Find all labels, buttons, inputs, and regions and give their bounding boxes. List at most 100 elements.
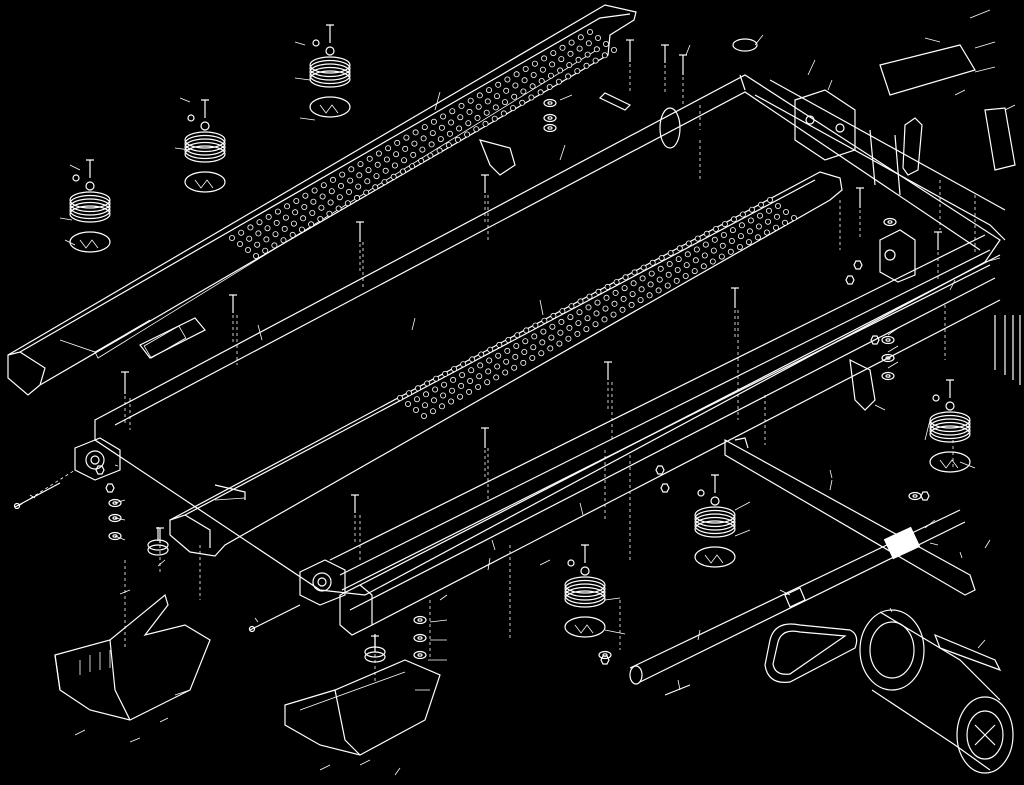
screw bbox=[121, 371, 129, 424]
perforation-hole bbox=[458, 102, 465, 109]
callout-line bbox=[924, 519, 936, 529]
isolator-spring bbox=[694, 474, 736, 568]
perforation-hole bbox=[420, 135, 427, 142]
callout-line bbox=[539, 559, 551, 566]
perforation-hole bbox=[529, 354, 536, 361]
callout-line bbox=[974, 41, 996, 49]
perforation-hole bbox=[550, 50, 557, 57]
perforation-hole bbox=[410, 151, 417, 158]
perforation-hole bbox=[356, 172, 363, 179]
washer bbox=[413, 615, 427, 625]
hex-nut bbox=[660, 483, 670, 493]
callout-line bbox=[954, 89, 966, 96]
perforation-hole bbox=[457, 114, 464, 121]
perforation-hole bbox=[272, 231, 279, 238]
screw bbox=[626, 39, 634, 92]
perforation-hole bbox=[619, 306, 626, 313]
perforation-hole bbox=[256, 219, 263, 226]
callout-line bbox=[604, 629, 626, 635]
perforation-hole bbox=[430, 118, 437, 125]
callout-leaders bbox=[29, 9, 1016, 776]
spring-coil bbox=[694, 520, 736, 538]
callout-line bbox=[874, 404, 886, 411]
perforation-hole bbox=[549, 61, 556, 68]
spring-coil bbox=[309, 63, 351, 81]
washer bbox=[543, 123, 557, 133]
perforation-hole bbox=[585, 304, 592, 311]
spring-cup bbox=[929, 451, 971, 473]
perforation-hole bbox=[656, 276, 663, 283]
perforation-hole bbox=[512, 353, 519, 360]
washer bbox=[413, 650, 427, 660]
perforation-hole bbox=[513, 71, 520, 78]
perforation-hole bbox=[550, 312, 557, 319]
perforation-hole bbox=[502, 369, 509, 376]
perforation-hole bbox=[474, 114, 481, 121]
hex-nut bbox=[600, 655, 610, 665]
spring-coil bbox=[564, 583, 606, 601]
hex-nut bbox=[920, 491, 930, 501]
callout-line bbox=[969, 9, 991, 19]
bolt bbox=[201, 99, 209, 118]
perforation-hole bbox=[441, 381, 448, 388]
perforation-hole bbox=[712, 225, 719, 232]
callout-line bbox=[929, 542, 939, 546]
washer-hole bbox=[912, 494, 918, 498]
perforation-hole bbox=[363, 189, 370, 196]
perforation-hole bbox=[262, 247, 269, 254]
callout-line bbox=[974, 66, 996, 73]
perforation-hole bbox=[673, 277, 680, 284]
perforation-hole bbox=[484, 379, 491, 386]
perforation-hole bbox=[568, 303, 575, 310]
spring-cup bbox=[184, 171, 226, 193]
perforation-hole bbox=[271, 242, 278, 249]
callout-line bbox=[559, 94, 573, 101]
spring-coil bbox=[694, 513, 736, 531]
perforation-hole bbox=[329, 176, 336, 183]
perforation-hole bbox=[432, 386, 439, 393]
perforation-hole bbox=[593, 310, 600, 317]
spring-coil bbox=[69, 205, 111, 223]
perforation-hole bbox=[437, 136, 444, 143]
perforation-hole bbox=[484, 98, 491, 105]
perforation-hole bbox=[448, 119, 455, 126]
spring-coil bbox=[184, 134, 226, 153]
washer-hole bbox=[887, 220, 893, 224]
perforation-hole bbox=[701, 252, 708, 259]
perforation-hole bbox=[449, 108, 456, 115]
perforation-hole bbox=[739, 211, 746, 218]
hex-nut bbox=[105, 483, 115, 493]
screw bbox=[351, 494, 359, 543]
callout-line bbox=[179, 97, 191, 103]
perforation-hole bbox=[459, 371, 466, 378]
perforation-hole bbox=[745, 239, 752, 246]
perforation-hole bbox=[539, 339, 546, 346]
screw bbox=[679, 54, 687, 105]
perforation-hole bbox=[374, 161, 381, 168]
callout-line bbox=[677, 679, 681, 691]
perforation-hole bbox=[366, 155, 373, 162]
hex-nut bbox=[655, 465, 665, 475]
perforation-hole bbox=[754, 234, 761, 241]
perforation-hole bbox=[440, 392, 447, 399]
callout-line bbox=[984, 539, 991, 549]
perforation-hole bbox=[381, 179, 388, 186]
perforation-hole bbox=[587, 28, 594, 35]
perforation-hole bbox=[602, 305, 609, 312]
perforation-hole bbox=[539, 66, 546, 73]
perforation-hole bbox=[521, 348, 528, 355]
spring-coil bbox=[564, 586, 606, 605]
perforation-hole bbox=[567, 50, 574, 57]
washer-hole bbox=[417, 636, 423, 640]
perforation-hole bbox=[568, 39, 575, 46]
perforation-hole bbox=[504, 347, 511, 354]
spring-coil bbox=[694, 516, 736, 535]
perforation-hole bbox=[433, 375, 440, 382]
perforation-hole bbox=[584, 315, 591, 322]
perforation-hole bbox=[583, 62, 590, 69]
spring-coil bbox=[929, 425, 971, 443]
perforation-hole bbox=[284, 203, 291, 210]
perforation-hole bbox=[505, 336, 512, 343]
perforation-hole bbox=[621, 285, 628, 292]
washer bbox=[580, 566, 590, 576]
